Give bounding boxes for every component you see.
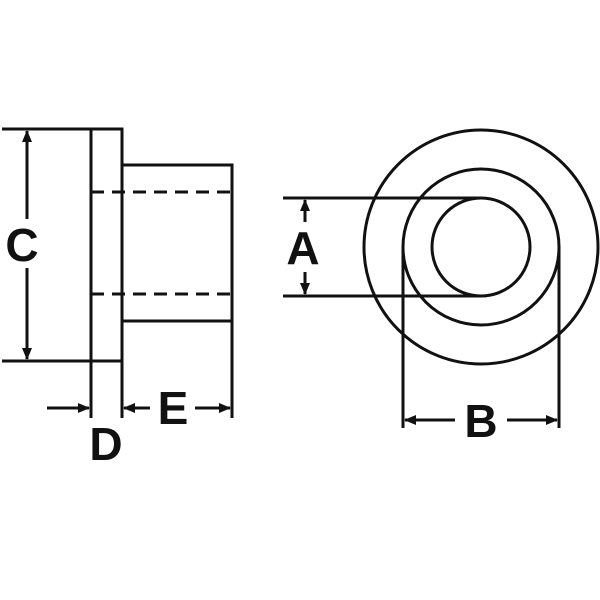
side-view xyxy=(2,127,234,418)
end-view xyxy=(283,128,600,428)
label-a: A xyxy=(286,222,319,274)
sleeve-circle xyxy=(401,167,561,327)
label-c: C xyxy=(5,219,38,271)
flange-circle xyxy=(362,128,600,366)
label-e: E xyxy=(158,382,189,434)
label-d: D xyxy=(89,418,122,470)
flange-outline xyxy=(89,127,124,363)
sleeve-outline xyxy=(122,163,234,323)
label-b: B xyxy=(464,395,497,447)
bore-circle xyxy=(430,196,532,298)
